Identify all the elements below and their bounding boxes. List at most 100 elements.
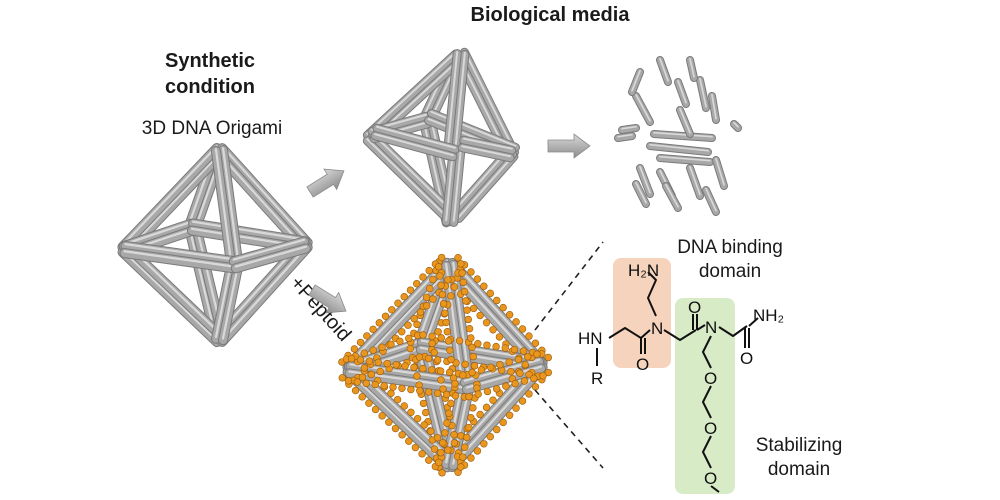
peptoid-bead: [443, 328, 452, 336]
dna-helix-highlight: [221, 244, 309, 342]
peptoid-bead: [438, 469, 446, 477]
dna-helix-bundle: [373, 124, 459, 153]
peptoid-bead: [523, 353, 532, 361]
stabilizing-domain-label: Stabilizing domain: [724, 434, 874, 482]
peptoid-bead: [419, 331, 427, 339]
peptoid-bead: [462, 297, 470, 305]
peptoid-bead: [493, 425, 501, 434]
dna-helix-highlight: [234, 245, 308, 268]
o2-label: O: [688, 298, 701, 317]
dna-helix-bundle: [212, 148, 307, 252]
biological-media-label: Biological media: [470, 4, 630, 26]
arrow-to-degrading: [306, 168, 345, 198]
peptoid-bead: [358, 373, 367, 382]
peptoid-bead: [344, 377, 353, 385]
dna-helix-highlight: [191, 220, 307, 241]
peptoid-bead: [416, 308, 425, 316]
dna-helix-highlight: [445, 262, 464, 386]
peptoid-bead: [457, 432, 465, 440]
peptoid-chemical-structure: [596, 271, 759, 493]
dna-helix-highlight: [715, 157, 725, 186]
dna-helix-highlight: [215, 150, 304, 247]
dna-helix-bundle: [218, 144, 312, 247]
domain-line: domain: [698, 261, 762, 282]
dna-helix-bundle: [189, 219, 310, 246]
dna-helix-highlight: [430, 110, 517, 147]
dna-helix-highlight: [452, 147, 462, 222]
peptoid-bead: [398, 431, 406, 439]
peptoid-bead: [422, 293, 431, 302]
peptoid-bead: [420, 421, 428, 429]
peptoid-bead: [437, 448, 445, 457]
peptoid-bead: [447, 399, 455, 408]
dna-helix-bundle: [346, 362, 471, 387]
peptoid-bead: [514, 355, 523, 364]
dna-helix-bundle: [647, 143, 711, 155]
peptoid-bead: [486, 432, 494, 441]
peptoid-bead: [428, 332, 436, 341]
dna-helix-highlight: [653, 131, 713, 138]
dna-helix-highlight: [366, 51, 457, 135]
peptoid-bead: [434, 328, 442, 336]
peptoid-bead: [362, 379, 370, 388]
peptoid-bead: [369, 346, 377, 354]
dna-helix-highlight: [635, 181, 647, 204]
peptoid-bead: [505, 358, 513, 366]
peptoid-bead: [383, 359, 391, 368]
peptoid-bead: [544, 368, 553, 377]
dna-helix-highlight: [452, 148, 510, 213]
nh2-label: NH₂: [753, 306, 784, 325]
peptoid-bead: [398, 384, 406, 392]
dna-helix-highlight: [635, 93, 651, 122]
dna-helix-highlight: [462, 137, 513, 150]
peptoid-bead: [425, 266, 433, 275]
peptoid-bead: [476, 410, 484, 419]
intact-octahedron: [117, 143, 313, 348]
peptoid-bead: [483, 387, 492, 396]
peptoid-bead: [430, 445, 439, 453]
hn-label: HN: [578, 329, 603, 348]
n1-label: N: [651, 319, 663, 338]
dna-helix-bundle: [615, 133, 635, 141]
degrading-octahedron: [362, 47, 520, 228]
peptoid-bead: [442, 318, 450, 327]
dna-helix-bundle: [231, 244, 310, 273]
peptoid-bead: [483, 341, 491, 349]
dna-helix-bundle: [449, 147, 512, 217]
peptoid-bead: [430, 348, 439, 357]
peptoid-bead: [539, 372, 547, 380]
peg-o1-label: O: [704, 369, 717, 388]
peptoid-beads: [338, 253, 553, 477]
peptoid-bead: [457, 260, 465, 268]
peptoid-bead: [519, 347, 528, 355]
dna-helix-bundle: [460, 136, 516, 154]
peptoid-bead: [525, 390, 533, 398]
peptoid-bead: [502, 382, 510, 390]
o1-label: O: [636, 355, 649, 374]
binding-domain-box: [613, 258, 671, 368]
peptoid-bead: [424, 354, 433, 363]
peptoid-bead: [413, 414, 422, 423]
peptoid-bead: [465, 392, 473, 401]
peptoid-bead: [413, 279, 421, 288]
peptoid-bead: [463, 306, 471, 314]
peptoid-bead: [438, 290, 447, 299]
peptoid-bead: [510, 345, 519, 354]
peptoid-bead: [406, 344, 415, 353]
dna-helix-bundle: [455, 153, 518, 223]
dna-helix-highlight: [346, 369, 449, 467]
peptoid-bead: [374, 358, 382, 367]
peptoid-bead: [454, 254, 462, 262]
peptoid-bead: [442, 390, 451, 399]
dna-helix-bundle: [657, 155, 713, 165]
peptoid-bead: [461, 360, 469, 369]
peptoid-bead: [470, 362, 479, 370]
dna-helix-highlight: [705, 187, 717, 212]
dna-helix-highlight: [679, 107, 691, 134]
peptoid-bead: [435, 458, 443, 467]
peptoid-bead: [437, 376, 445, 384]
peptoid-bead: [457, 463, 465, 471]
dna-helix-bundle: [343, 368, 452, 472]
peptoid-bead: [437, 334, 445, 342]
dna-helix-highlight: [617, 133, 633, 138]
